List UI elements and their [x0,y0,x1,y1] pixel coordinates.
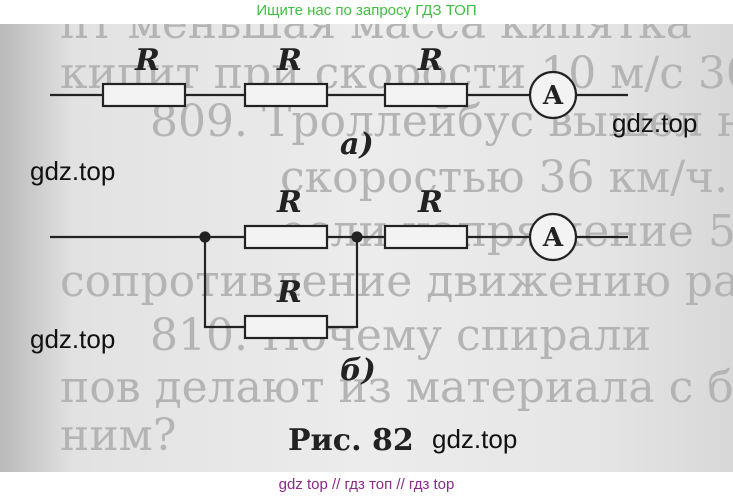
bg-line-4: если напряжение 550 В [280,206,733,257]
part-a-label: а) [340,127,374,162]
scanned-figure: пт меньшая масса кипятка кипит при скоро… [0,24,733,472]
bg-line-8: ним? [60,410,176,461]
background-text: пт меньшая масса кипятка кипит при скоро… [60,24,733,461]
circuit-a [50,70,628,120]
resistor-b-series-label: R [417,185,443,220]
junction-left [199,231,211,243]
bg-line-7: пов делают из материала с большим [60,362,733,413]
wire-b-branch-left [203,237,245,329]
watermark-2: gdz.top [30,156,115,186]
resistor-b-bottom [243,314,329,340]
resistor-a-3-label: R [417,43,443,78]
ammeter-a-label: A [542,81,564,111]
resistor-a-1-label: R [134,43,160,78]
watermark-4: gdz.top [432,424,517,454]
bg-line-0: пт меньшая масса кипятка [60,24,692,49]
junction-right [351,231,363,243]
figure-caption: Рис. 82 [288,423,414,458]
watermark-3: gdz.top [30,324,115,354]
circuit-b [50,212,628,340]
ammeter-b-label: A [542,223,564,253]
bg-line-5: сопротивление движению равно [60,256,733,307]
part-b-label: б) [340,353,376,388]
bg-line-3: скоростью 36 км/ч. Найти силу [280,152,733,203]
resistor-a-2 [243,82,329,108]
resistor-b-top [243,224,329,250]
resistor-a-1 [101,82,187,108]
wire-b-branch-right [327,237,359,329]
bottom-banner: gdz top // гдз топ // гдз top [0,472,733,500]
top-banner: Ищите нас по запросу ГДЗ ТОП [0,0,733,24]
resistor-a-3 [383,82,469,108]
circuit-diagram: пт меньшая масса кипятка кипит при скоро… [30,24,733,461]
resistor-b-top-label: R [276,185,302,220]
resistor-a-2-label: R [276,43,302,78]
resistor-b-series [383,224,469,250]
resistor-b-bottom-label: R [276,275,302,310]
bg-line-6: 810. Почему спирали [150,310,651,361]
watermark-1: gdz.top [612,108,697,138]
